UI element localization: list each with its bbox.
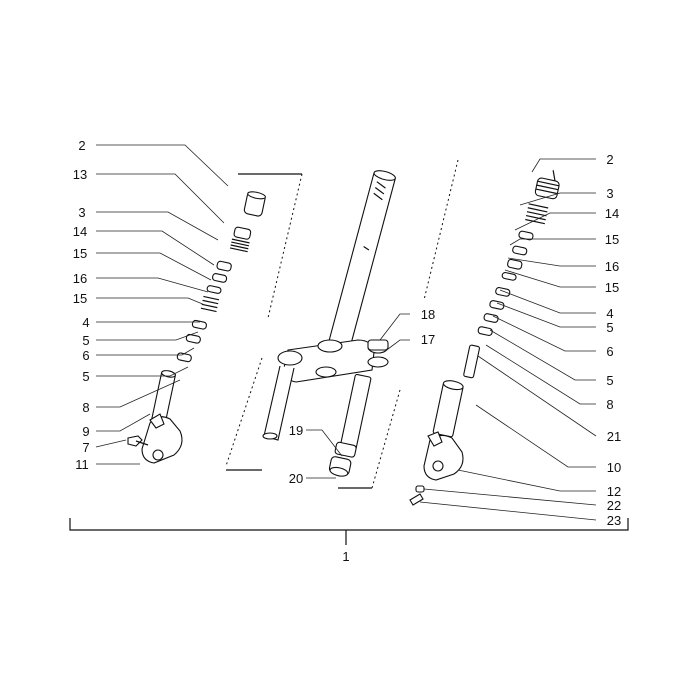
callout-5-right-a: 5 (606, 320, 613, 335)
callout-17: 17 (421, 332, 435, 347)
callout-5-left-b: 5 (82, 369, 89, 384)
callout-19: 19 (289, 423, 303, 438)
leader-lines (69, 144, 629, 545)
callout-9: 9 (82, 424, 89, 439)
middle-assembly (225, 159, 459, 489)
callout-4-right: 4 (606, 306, 613, 321)
callout-20: 20 (289, 471, 303, 486)
callout-5-right-b: 5 (606, 373, 613, 388)
callout-23: 23 (607, 513, 621, 528)
callout-8-left: 8 (82, 400, 89, 415)
callout-5-left-a: 5 (82, 333, 89, 348)
left-leg-assembly (127, 191, 266, 464)
callout-15-right-a: 15 (605, 232, 619, 247)
callout-16-right: 16 (605, 259, 619, 274)
callout-6-left: 6 (82, 348, 89, 363)
callout-10: 10 (607, 460, 621, 475)
callout-14-right: 14 (605, 206, 619, 221)
callout-18: 18 (421, 307, 435, 322)
callout-22: 22 (607, 498, 621, 513)
callout-15-left-a: 15 (73, 246, 87, 261)
callout-16-left: 16 (73, 271, 87, 286)
callout-6-right: 6 (606, 344, 613, 359)
callout-13: 13 (73, 167, 87, 182)
callout-3-left: 3 (78, 205, 85, 220)
callout-8-right: 8 (606, 397, 613, 412)
callout-4-left: 4 (82, 315, 89, 330)
callout-2-left: 2 (78, 138, 85, 153)
callout-15-left-b: 15 (73, 291, 87, 306)
callout-15-right-b: 15 (605, 280, 619, 295)
callout-21: 21 (607, 429, 621, 444)
callout-2-right: 2 (606, 152, 613, 167)
right-leg-assembly (409, 170, 560, 506)
callout-11: 11 (75, 457, 89, 472)
callout-labels: 2 13 3 14 15 16 15 4 5 6 5 8 9 7 11 18 1… (73, 138, 621, 564)
callout-1: 1 (342, 549, 349, 564)
callout-12: 12 (607, 484, 621, 499)
callout-14-left: 14 (73, 224, 87, 239)
callout-7: 7 (82, 440, 89, 455)
callout-3-right: 3 (606, 186, 613, 201)
